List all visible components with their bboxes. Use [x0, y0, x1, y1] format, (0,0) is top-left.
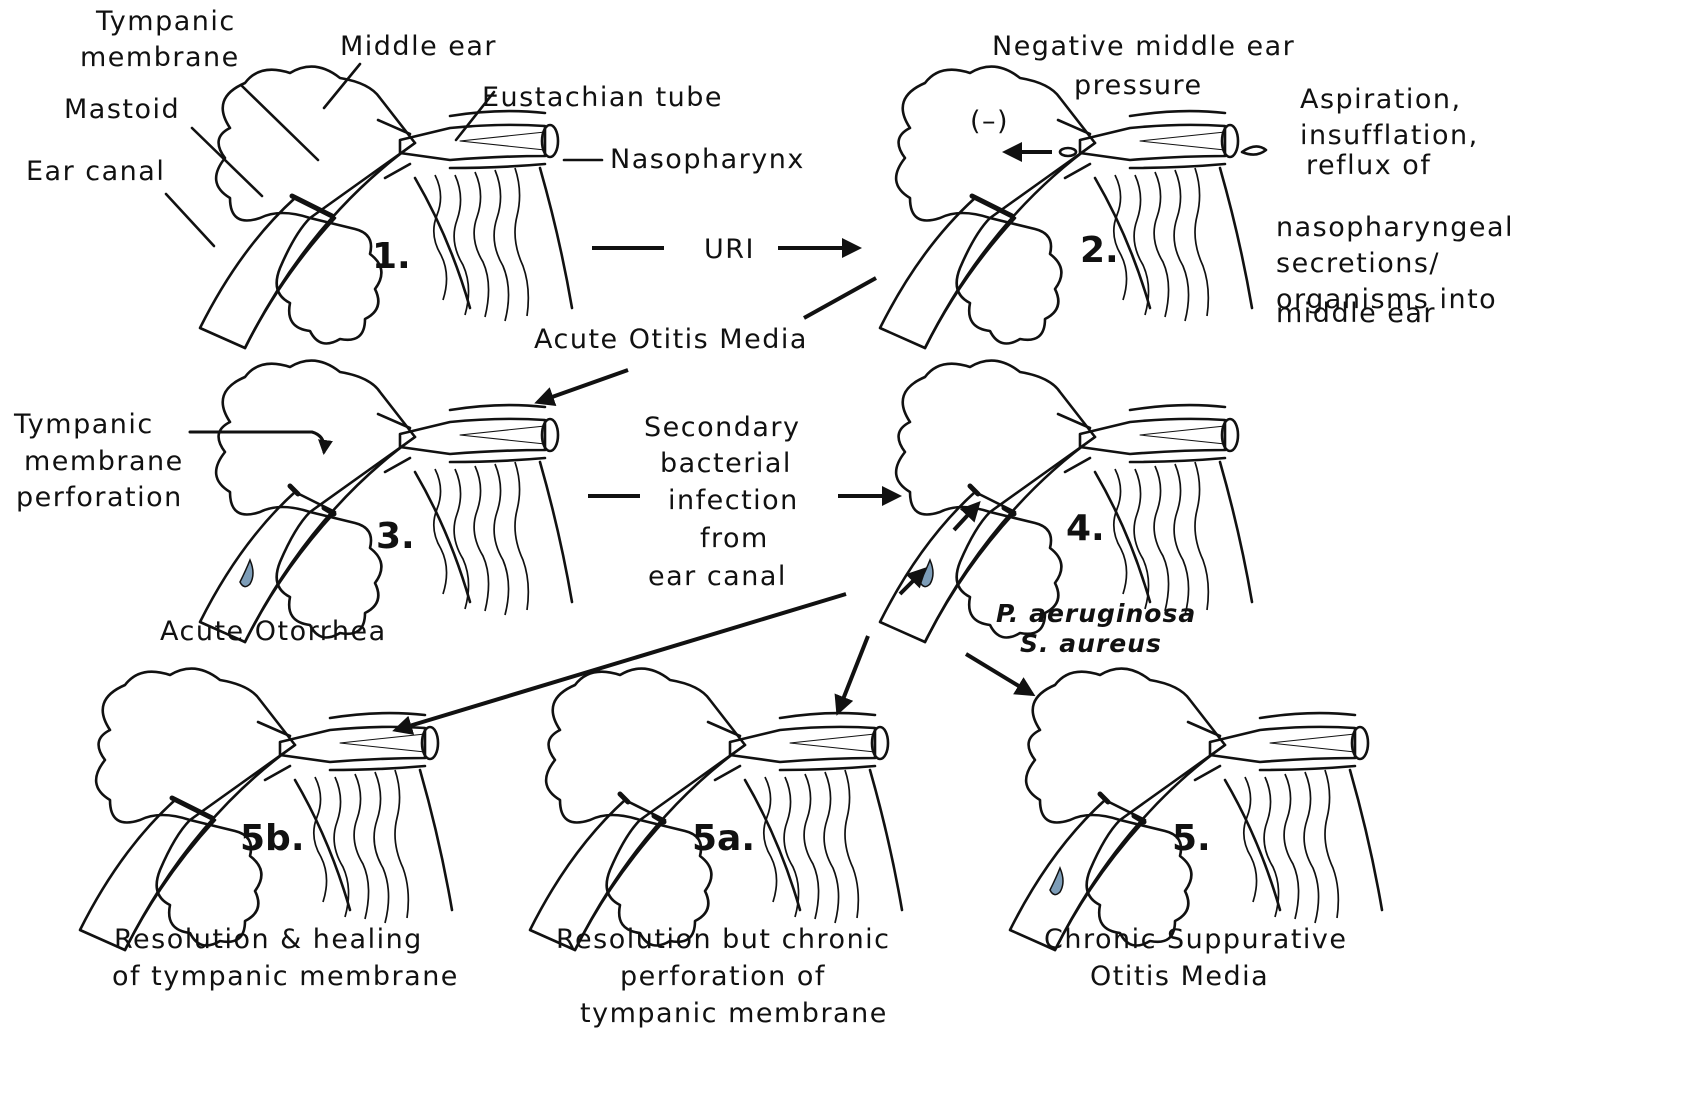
- label-tympanic-membrane-2: membrane: [80, 42, 240, 73]
- label-negative-pressure-2: pressure: [1074, 70, 1203, 101]
- label-secondary-4: from: [700, 523, 769, 554]
- tympanic-membrane-upper-3: [290, 486, 298, 494]
- label-outcome-5a-3: tympanic membrane: [580, 998, 888, 1029]
- tympanic-membrane-lower-5: [1134, 816, 1144, 822]
- label-organism-1: P. aeruginosa: [996, 599, 1196, 628]
- label-tympanic-membrane-1: Tympanic: [95, 6, 236, 37]
- ear-canal-4: [880, 492, 1015, 642]
- label-tm-perforation-1: Tympanic: [13, 409, 154, 440]
- label-aspiration-3: reflux of: [1306, 150, 1431, 181]
- label-acute-otorrhea: Acute Otorrhea: [160, 616, 387, 647]
- panel-number-2: 2.: [1080, 230, 1119, 271]
- ear-canal-2: [880, 198, 1015, 348]
- label-aspiration-1: Aspiration,: [1300, 84, 1462, 115]
- label-outcome-5a-2: perforation of: [620, 961, 826, 992]
- panel-number-3: 3.: [376, 516, 415, 557]
- tympanic-membrane-lower-5a: [654, 816, 664, 822]
- label-negative-sign: (–): [970, 106, 1009, 137]
- mastoid-lobe-2: [957, 218, 1062, 344]
- label-secondary-3: infection: [668, 485, 799, 516]
- label-outcome-5b-1: Resolution & healing: [114, 924, 423, 955]
- label-aspiration-5: secretions/: [1276, 248, 1440, 279]
- ear-panel-5b: 5b.: [80, 669, 452, 950]
- label-nasopharynx: Nasopharynx: [610, 144, 805, 175]
- ear-panel-3: 3.: [200, 361, 572, 642]
- panel-number-5a: 5a.: [692, 818, 755, 859]
- tympanic-membrane-upper-5a: [620, 794, 628, 802]
- ear-panel-5: 5.: [1010, 669, 1382, 950]
- label-acute-otitis-media: Acute Otitis Media: [534, 324, 808, 355]
- panel-number-1: 1.: [372, 236, 411, 277]
- ear-canal-1: [200, 198, 335, 348]
- label-secondary-5: ear canal: [648, 561, 787, 592]
- label-mastoid: Mastoid: [64, 94, 180, 125]
- label-organism-2: S. aureus: [1020, 629, 1162, 658]
- mastoid-lobe-1: [277, 218, 382, 344]
- middle-ear-cavity-4: [896, 361, 1095, 515]
- panel-number-5: 5.: [1172, 818, 1211, 859]
- ear-panel-5a: 5a.: [530, 669, 902, 950]
- middle-ear-cavity-5a: [546, 669, 745, 823]
- middle-ear-cavity-5b: [96, 669, 295, 823]
- otitis-media-diagram: 1. 2. 3. 4. 5b. 5a. 5. Tympanic membrane Middl…: [0, 0, 1560, 1116]
- ear-panel-2: 2.: [880, 67, 1266, 348]
- label-outcome-5a-1: Resolution but chronic: [556, 924, 891, 955]
- label-secondary-2: bacterial: [660, 448, 792, 479]
- panel-number-4: 4.: [1066, 508, 1105, 549]
- label-middle-ear: Middle ear: [340, 31, 497, 62]
- middle-ear-cavity-3: [216, 361, 415, 515]
- label-negative-pressure-1: Negative middle ear: [992, 31, 1295, 62]
- label-eustachian-tube: Eustachian tube: [482, 82, 723, 113]
- tympanic-membrane-upper-5: [1100, 794, 1108, 802]
- tympanic-membrane-lower-3: [324, 508, 334, 514]
- tympanic-membrane-lower-4: [1004, 508, 1014, 514]
- label-tm-perforation-2: membrane: [24, 446, 184, 477]
- label-ear-canal: Ear canal: [26, 156, 165, 187]
- label-aspiration-2: insufflation,: [1300, 120, 1479, 151]
- label-tm-perforation-3: perforation: [16, 482, 183, 513]
- label-outcome-5b-2: of tympanic membrane: [112, 961, 459, 992]
- label-aspiration-4: nasopharyngeal: [1276, 212, 1514, 243]
- label-outcome-5-2: Otitis Media: [1090, 961, 1269, 992]
- tympanic-membrane-upper-4: [970, 486, 978, 494]
- label-secondary-1: Secondary: [644, 412, 801, 443]
- middle-ear-cavity-5: [1026, 669, 1225, 823]
- label-outcome-5-1: Chronic Suppurative: [1044, 924, 1348, 955]
- label-aspiration-7: middle ear: [1276, 298, 1436, 329]
- middle-ear-cavity-2: [896, 67, 1095, 221]
- panel-number-5b: 5b.: [240, 818, 305, 859]
- label-uri: URI: [704, 234, 755, 265]
